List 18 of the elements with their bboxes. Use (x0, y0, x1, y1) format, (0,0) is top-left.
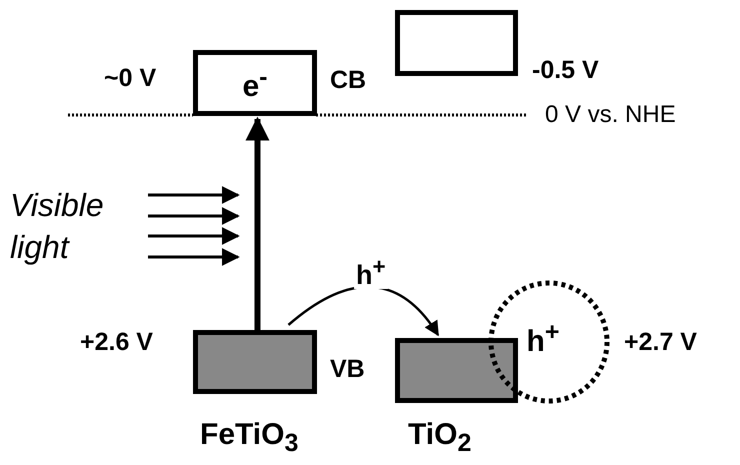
reference-label: 0 V vs. NHE (545, 103, 676, 127)
band-label: VB (330, 357, 365, 382)
dotted-circle (488, 280, 610, 404)
potential-label: +2.6 V (80, 330, 153, 355)
band-box (395, 338, 518, 403)
potential-label: ~0 V (104, 66, 156, 91)
band-box (395, 10, 518, 76)
potential-label: +2.7 V (624, 330, 697, 355)
material-label: TiO$_{2}$ (408, 420, 472, 456)
potential-label: -0.5 V (532, 58, 599, 83)
material-label: FeTiO$_{3}$ (200, 420, 298, 456)
hole-symbol: h$^{+}$ (526, 318, 560, 358)
light-label: Visible light (10, 186, 105, 267)
band-label: CB (330, 68, 366, 93)
band-box (193, 330, 317, 394)
arrow (245, 116, 270, 330)
electron-symbol: e$^{-}$ (242, 62, 268, 104)
band-box (193, 50, 317, 116)
